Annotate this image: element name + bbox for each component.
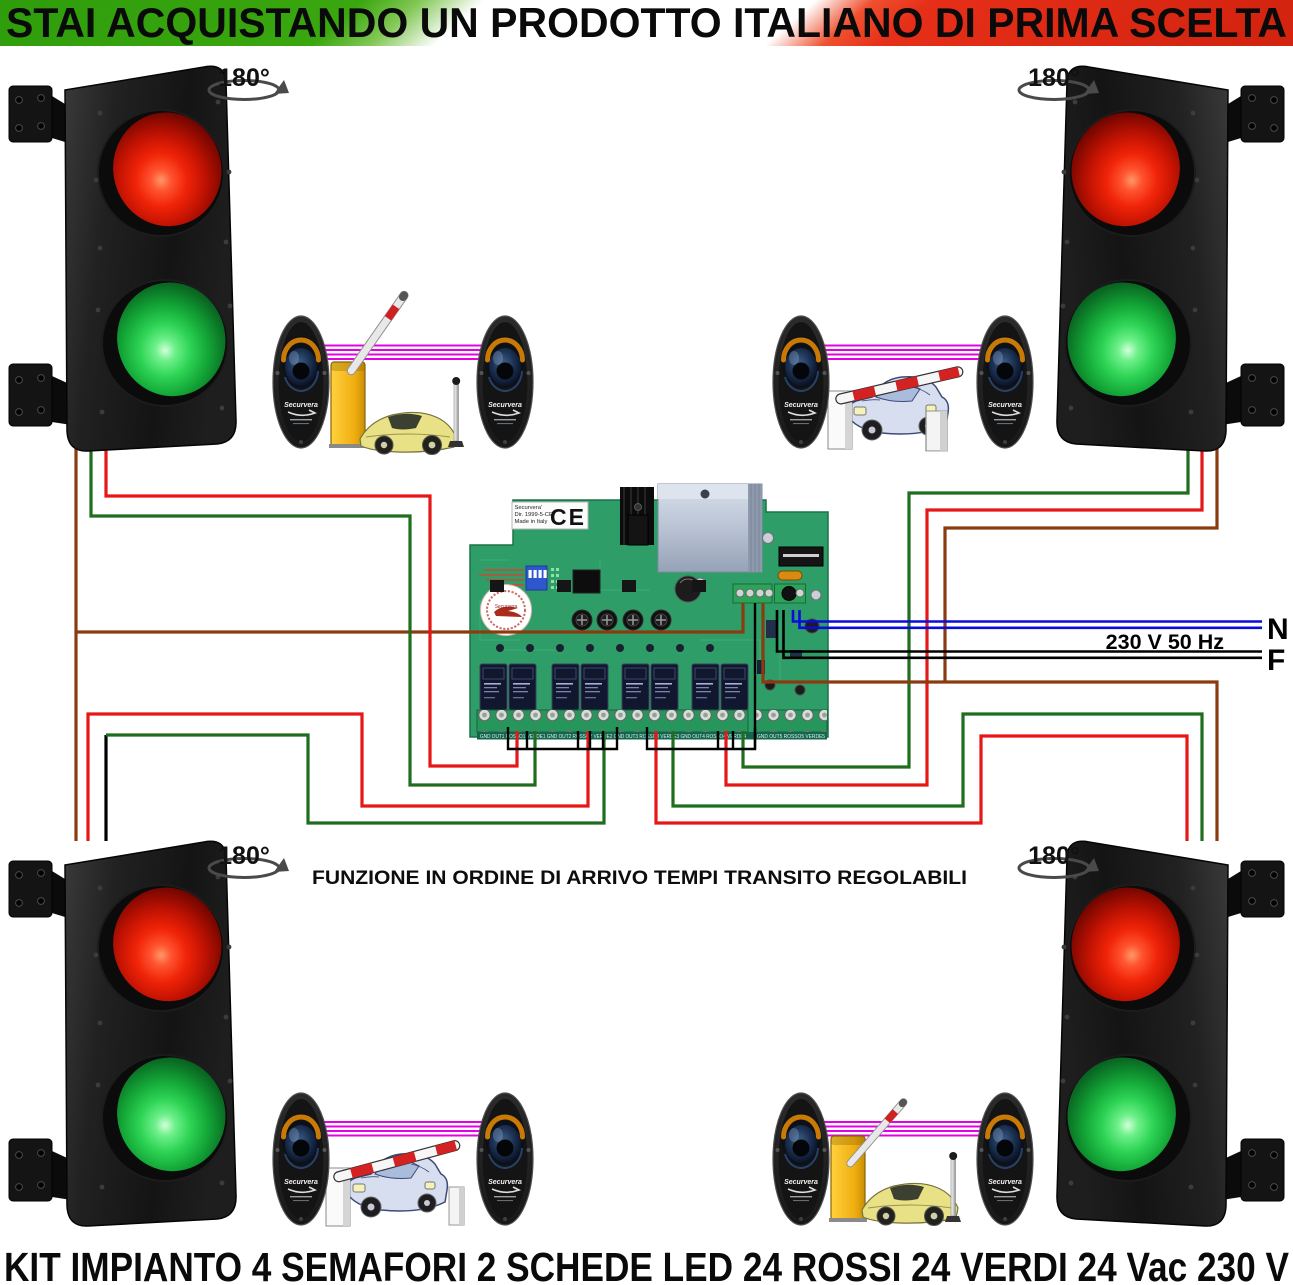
photocell-group-top-left bbox=[273, 289, 533, 456]
traffic-light-top-right bbox=[1054, 65, 1285, 453]
relay bbox=[551, 663, 580, 711]
ce-label: Securvera' Dir. 1999-5-CE Made in Italy … bbox=[511, 501, 589, 530]
traffic-light-bottom-left bbox=[8, 840, 239, 1228]
white-post bbox=[448, 1186, 465, 1226]
sticker-brand: Securvera bbox=[495, 604, 518, 610]
pcb-brand: Securvera' bbox=[515, 505, 543, 511]
relay bbox=[580, 663, 609, 711]
top-banner: STAI ACQUISTANDO UN PRODOTTO ITALIANO DI… bbox=[0, 0, 1293, 46]
wire-red-3 bbox=[724, 446, 1204, 787]
photocell-beams bbox=[296, 1121, 510, 1137]
photocell-group-bottom-right bbox=[773, 1093, 1033, 1226]
relay bbox=[508, 663, 537, 711]
relay bbox=[720, 663, 749, 711]
trimmers bbox=[571, 609, 672, 631]
photocell bbox=[773, 316, 829, 448]
photocell bbox=[273, 1093, 329, 1225]
pcb-directive: Dir. 1999-5-CE bbox=[515, 512, 553, 518]
relay bbox=[479, 663, 508, 711]
traffic-light-bottom-right bbox=[1054, 840, 1285, 1228]
wire-green-1 bbox=[89, 446, 537, 787]
photocell bbox=[477, 316, 533, 448]
wire-green-4 bbox=[671, 712, 1204, 841]
car bbox=[359, 411, 457, 456]
control-board: Securvera' Dir. 1999-5-CE Made in Italy … bbox=[469, 483, 829, 740]
banner-title: STAI ACQUISTANDO UN PRODOTTO ITALIANO DI… bbox=[6, 0, 1287, 46]
wire-green-3 bbox=[741, 446, 1190, 769]
barrier-arm bbox=[844, 1096, 909, 1169]
wire-brown-right-branch bbox=[943, 446, 1219, 682]
photocell-beams bbox=[296, 344, 510, 360]
ic-chip bbox=[572, 569, 601, 594]
photocell-group-bottom-left bbox=[273, 1093, 533, 1226]
terminal-labels-left: GND OUT1 ROSSO1 VERDE1 GND OUT2 ROSSO2 V… bbox=[480, 734, 746, 740]
wire-brown-right bbox=[761, 603, 1219, 841]
traffic-light-top-left bbox=[8, 65, 239, 453]
wire-red-2 bbox=[86, 712, 590, 841]
power-terminal-block bbox=[732, 583, 822, 604]
power-label: 230 V 50 Hz bbox=[1106, 630, 1224, 654]
diodes bbox=[490, 580, 706, 592]
fuse bbox=[777, 570, 803, 581]
neutral-label: N bbox=[1267, 613, 1289, 646]
photocell bbox=[273, 316, 329, 448]
transistors bbox=[496, 644, 714, 652]
photocell bbox=[477, 1093, 533, 1225]
dip-switch bbox=[525, 565, 548, 591]
wiring-layer bbox=[74, 446, 1262, 841]
relay bbox=[691, 663, 720, 711]
transformer bbox=[657, 483, 763, 573]
wire-blue-neutral bbox=[791, 610, 1262, 630]
car bbox=[861, 1182, 959, 1227]
fuse-holder bbox=[781, 586, 797, 601]
ce-mark: CE bbox=[550, 504, 586, 530]
photocell bbox=[773, 1093, 829, 1225]
wire-black-phase bbox=[775, 610, 1262, 660]
barrier-cabinet bbox=[328, 361, 368, 449]
wire-red-4 bbox=[654, 731, 1189, 841]
phase-label: F bbox=[1267, 644, 1285, 677]
relay bbox=[621, 663, 650, 711]
photocell bbox=[977, 316, 1033, 448]
wire-red-1 bbox=[104, 446, 519, 768]
relay bbox=[650, 663, 679, 711]
wire-green-2 bbox=[106, 731, 606, 825]
output-terminals bbox=[476, 709, 828, 733]
barrier-arm bbox=[345, 289, 411, 377]
bottom-caption: KIT IMPIANTO 4 SEMAFORI 2 SCHEDE LED 24 … bbox=[4, 1244, 1290, 1285]
terminal-labels-right: GND OUT5 ROSSO5 VERDE5 bbox=[757, 734, 825, 740]
wire-brown-left-branch bbox=[76, 603, 745, 634]
logo-sticker: Securvera bbox=[480, 584, 532, 636]
center-note: FUNZIONE IN ORDINE DI ARRIVO TEMPI TRANS… bbox=[312, 867, 967, 889]
wire-black-bus-left bbox=[506, 727, 619, 751]
white-post bbox=[925, 410, 948, 452]
pcb-origin: Made in Italy bbox=[515, 519, 548, 525]
photocell-group-top-right bbox=[773, 316, 1033, 452]
photocell bbox=[977, 1093, 1033, 1225]
photocell-beams bbox=[796, 344, 1010, 360]
photocell-beams bbox=[796, 1121, 1010, 1137]
